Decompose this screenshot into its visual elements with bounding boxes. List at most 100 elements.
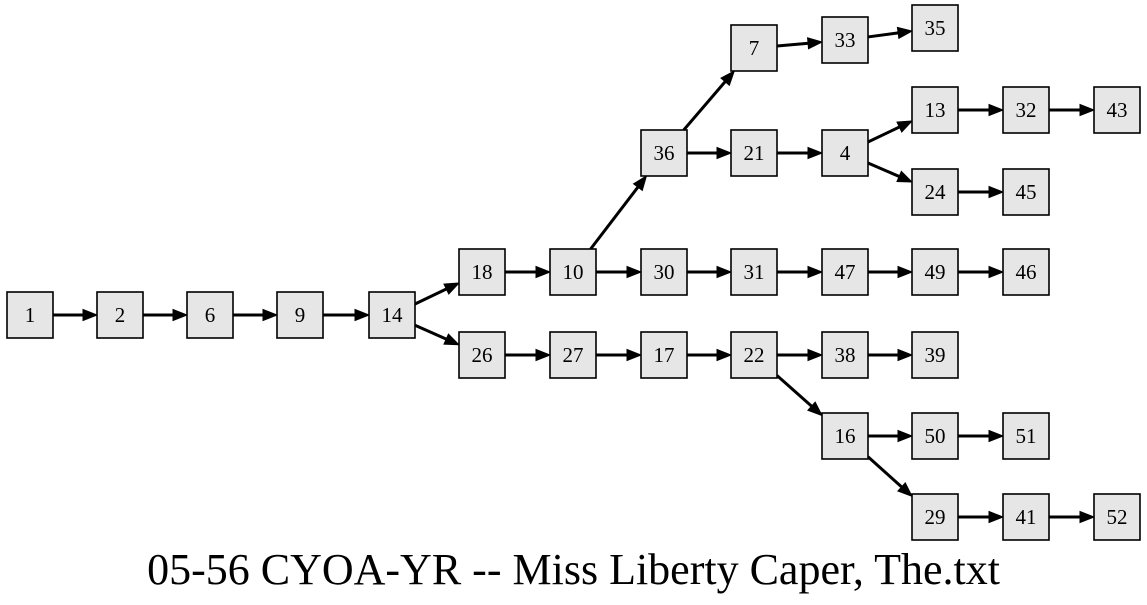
node-label: 6 xyxy=(205,303,216,327)
arrowhead xyxy=(716,348,733,362)
edge-line xyxy=(682,79,728,131)
node-label: 52 xyxy=(1107,505,1128,529)
node-30: 30 xyxy=(640,248,688,296)
edge-22-38 xyxy=(777,348,824,362)
node-46: 46 xyxy=(1002,248,1050,296)
arrowhead xyxy=(443,282,461,295)
arrowhead xyxy=(988,103,1005,117)
edge-line xyxy=(866,455,905,490)
node-box xyxy=(1093,493,1141,541)
node-box xyxy=(6,291,54,339)
node-box xyxy=(1002,412,1050,460)
edge-line xyxy=(776,41,811,48)
node-52: 52 xyxy=(1093,493,1141,541)
edge-line xyxy=(414,323,449,342)
node-box xyxy=(96,291,144,339)
node-box xyxy=(458,248,506,296)
node-label: 27 xyxy=(563,343,584,367)
node-41: 41 xyxy=(1002,493,1050,541)
node-16: 16 xyxy=(821,412,869,460)
node-box xyxy=(911,86,959,134)
node-box xyxy=(911,493,959,541)
node-label: 21 xyxy=(744,141,765,165)
edge-18-10 xyxy=(505,265,552,279)
edge-36-21 xyxy=(687,146,733,160)
node-box xyxy=(368,291,416,339)
arrowhead xyxy=(626,265,643,279)
edge-4-24 xyxy=(867,161,914,183)
edge-49-46 xyxy=(958,265,1005,279)
node-label: 10 xyxy=(563,260,584,284)
edge-2-6 xyxy=(143,308,189,322)
edge-21-4 xyxy=(777,146,824,160)
arrowhead xyxy=(632,174,648,192)
node-label: 32 xyxy=(1016,98,1037,122)
node-label: 49 xyxy=(925,260,946,284)
arrowhead xyxy=(716,146,733,160)
node-box xyxy=(911,412,959,460)
node-box xyxy=(730,129,778,177)
node-box xyxy=(911,168,959,216)
edge-14-26 xyxy=(414,323,461,346)
node-29: 29 xyxy=(911,493,959,541)
node-label: 51 xyxy=(1016,424,1037,448)
arrowhead xyxy=(716,265,733,279)
node-box xyxy=(640,248,688,296)
edge-4-13 xyxy=(867,120,914,144)
node-label: 33 xyxy=(835,28,856,52)
arrowhead xyxy=(535,265,552,279)
arrowhead xyxy=(807,265,824,279)
edge-30-31 xyxy=(687,265,733,279)
node-label: 41 xyxy=(1016,505,1037,529)
node-label: 31 xyxy=(744,260,765,284)
edge-line xyxy=(867,161,902,179)
node-43: 43 xyxy=(1093,86,1141,134)
node-box xyxy=(730,331,778,379)
edge-36-7 xyxy=(682,69,736,131)
node-box xyxy=(1002,86,1050,134)
node-14: 14 xyxy=(368,291,416,339)
arrowhead xyxy=(807,348,824,362)
edge-50-51 xyxy=(958,429,1005,443)
node-2: 2 xyxy=(96,291,144,339)
arrowhead xyxy=(897,481,914,498)
node-label: 13 xyxy=(925,98,946,122)
edge-17-22 xyxy=(687,348,733,362)
arrowhead xyxy=(172,308,189,322)
node-22: 22 xyxy=(730,331,778,379)
edge-29-41 xyxy=(958,510,1005,524)
node-9: 9 xyxy=(276,291,324,339)
node-39: 39 xyxy=(911,331,959,379)
node-1: 1 xyxy=(6,291,54,339)
node-24: 24 xyxy=(911,168,959,216)
node-6: 6 xyxy=(186,291,234,339)
node-label: 18 xyxy=(472,260,493,284)
edge-13-32 xyxy=(958,103,1005,117)
node-label: 30 xyxy=(654,260,675,284)
edge-41-52 xyxy=(1049,510,1096,524)
node-label: 38 xyxy=(835,343,856,367)
arrowhead xyxy=(988,510,1005,524)
node-32: 32 xyxy=(1002,86,1050,134)
arrowhead xyxy=(807,401,824,417)
node-36: 36 xyxy=(640,129,688,177)
edge-24-45 xyxy=(958,185,1005,199)
node-7: 7 xyxy=(730,24,778,72)
node-box xyxy=(640,129,688,177)
node-label: 9 xyxy=(295,303,306,327)
node-box xyxy=(186,291,234,339)
node-box xyxy=(730,24,778,72)
node-label: 17 xyxy=(654,343,675,367)
arrowhead xyxy=(807,146,824,160)
node-label: 39 xyxy=(925,343,946,367)
edge-27-17 xyxy=(596,348,643,362)
arrowhead xyxy=(262,308,279,322)
arrowhead xyxy=(1079,510,1096,524)
arrowhead xyxy=(897,429,914,443)
node-45: 45 xyxy=(1002,168,1050,216)
node-label: 45 xyxy=(1016,180,1037,204)
edge-line xyxy=(867,31,901,39)
edge-line xyxy=(589,184,641,250)
node-box xyxy=(821,16,869,64)
